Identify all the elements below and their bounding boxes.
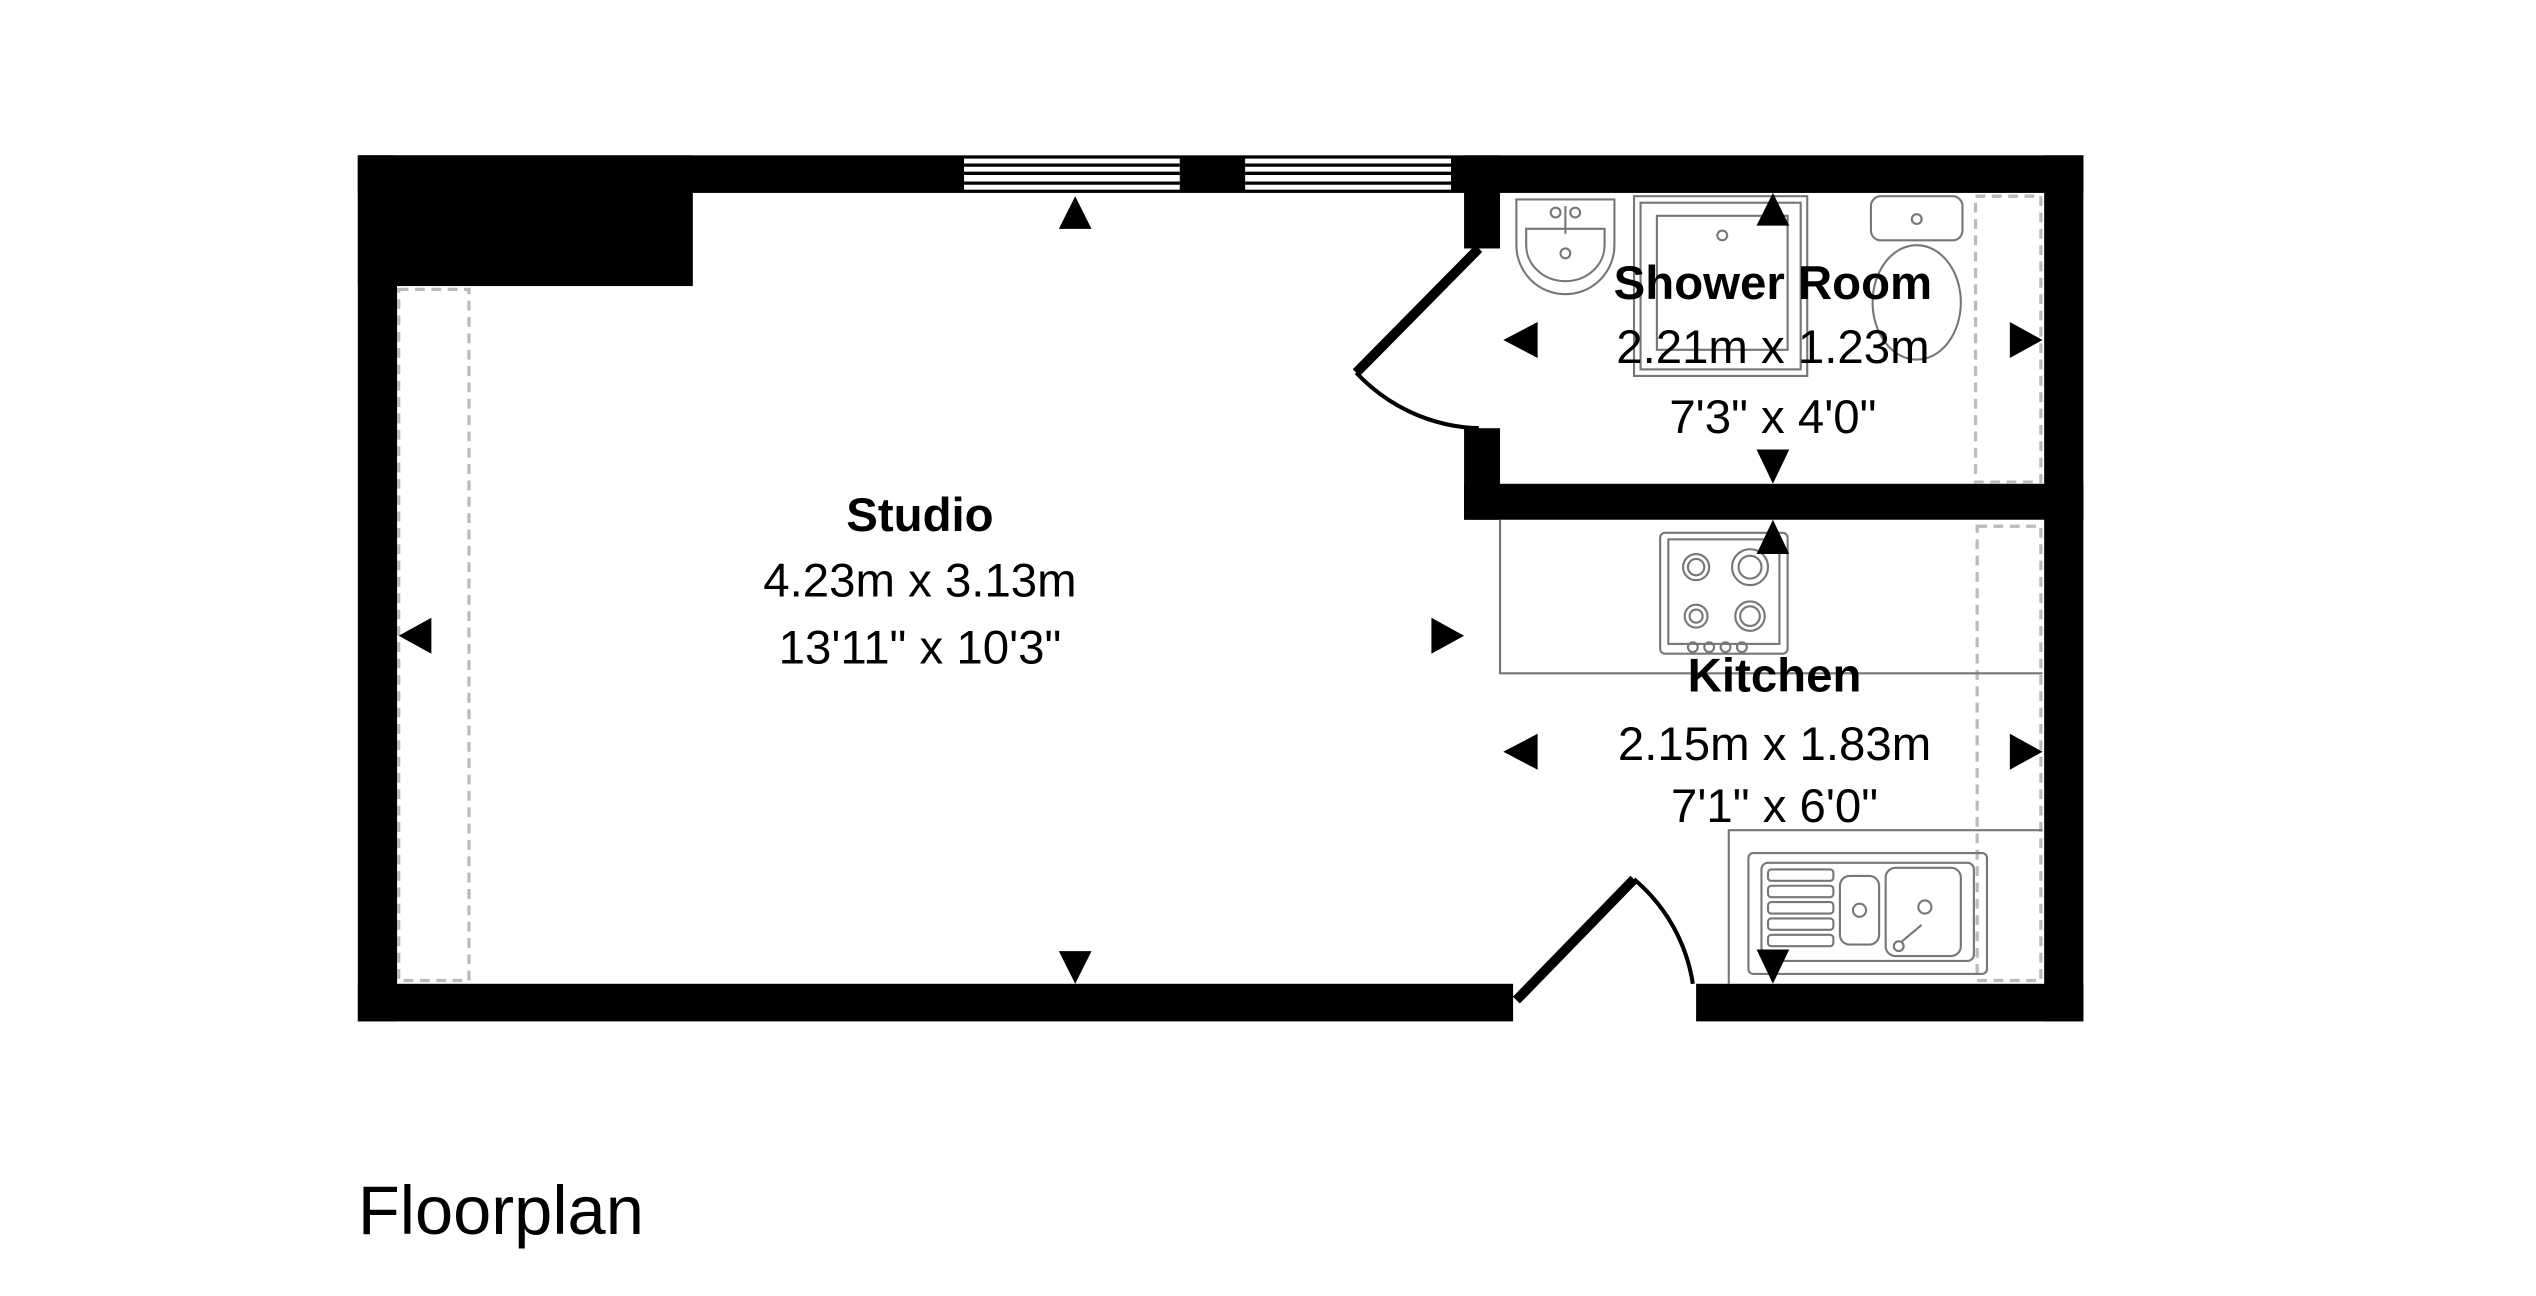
dashed-storage [397, 194, 2043, 983]
room-label-kitchen: Kitchen 2.15m x 1.83m 7'1" x 6'0" [1618, 649, 1931, 833]
hob-icon [1659, 531, 1789, 655]
room-name: Studio [846, 489, 993, 542]
toilet-icon [1869, 195, 1964, 361]
room-imperial: 7'1" x 6'0" [1671, 780, 1878, 833]
room-metric: 2.15m x 1.83m [1618, 718, 1931, 771]
dimension-arrows [398, 192, 2043, 984]
room-imperial: 13'11" x 10'3" [779, 622, 1062, 675]
room-metric: 4.23m x 3.13m [763, 555, 1076, 608]
sink-icon [1747, 852, 1989, 976]
kitchen-counters [1498, 519, 2043, 984]
shower-tray-icon [1632, 195, 1809, 377]
walls [357, 155, 2084, 1022]
room-label-shower: Shower Room 2.21m x 1.23m 7'3" x 4'0" [1614, 257, 1933, 444]
entrance-door [1512, 875, 1695, 1004]
room-name: Kitchen [1688, 649, 1862, 702]
shower-room-door [1352, 245, 1483, 431]
basin-icon [1515, 198, 1616, 296]
windows [964, 158, 1452, 190]
room-imperial: 7'3" x 4'0" [1669, 391, 1876, 444]
room-name: Shower Room [1614, 257, 1933, 310]
room-label-studio: Studio 4.23m x 3.13m 13'11" x 10'3" [763, 489, 1076, 674]
room-metric: 2.21m x 1.23m [1616, 321, 1929, 374]
floorplan-caption: Floorplan [358, 1172, 644, 1249]
